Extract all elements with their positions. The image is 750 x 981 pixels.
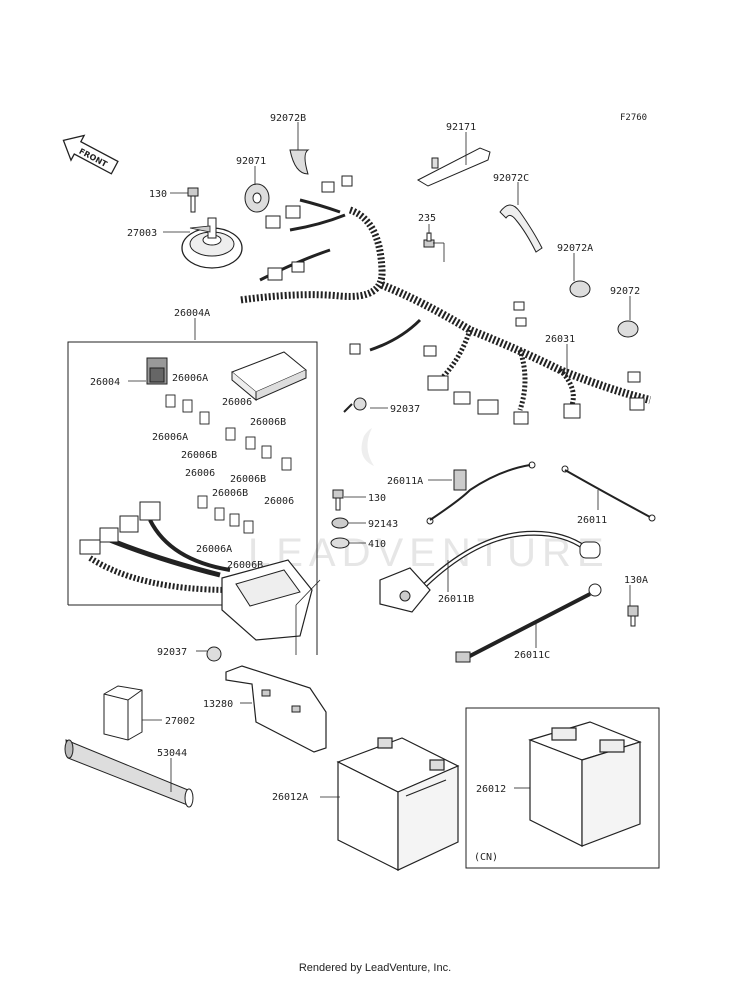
- part-label-26012: 26012: [476, 784, 506, 795]
- leader-lines: [128, 122, 631, 798]
- part-label-235: 235: [418, 213, 436, 224]
- part-label-26011a: 26011A: [387, 476, 423, 487]
- part-label-26006: 26006: [222, 397, 252, 408]
- clamp-icon: [289, 149, 310, 175]
- bracket-icon: [416, 147, 491, 187]
- part-label-26004a: 26004A: [174, 308, 210, 319]
- part-label-26011b: 26011B: [438, 594, 474, 605]
- battery-cable-icon: [379, 530, 601, 613]
- relay-icon: [103, 685, 143, 741]
- cn-variant-frame: [465, 707, 660, 869]
- main-harness-icon: [239, 198, 651, 412]
- part-label-130a: 130A: [624, 575, 648, 586]
- washer-icon: [330, 537, 350, 549]
- part-label-26011: 26011: [577, 515, 607, 526]
- part-label-26006b: 26006B: [227, 560, 263, 571]
- watermark-text: LEADVENTURE: [248, 531, 610, 575]
- tube-icon: [64, 739, 194, 808]
- part-label-26006a: 26006A: [172, 373, 208, 384]
- part-label-26006b: 26006B: [181, 450, 217, 461]
- clamp-icon: [569, 280, 591, 298]
- part-label-26006a: 26006A: [152, 432, 188, 443]
- clamp-icon: [343, 397, 367, 413]
- plate-icon: [225, 665, 327, 753]
- part-label-26011c: 26011C: [514, 650, 550, 661]
- part-label-26031: 26031: [545, 334, 575, 345]
- part-labels: 92072B 92071 130 27003 92171 92072C 235 …: [90, 113, 648, 863]
- clamp-icon: [206, 646, 222, 662]
- bolt-icon: [627, 605, 639, 627]
- lead-icon: [561, 465, 656, 522]
- part-label-26006a: 26006A: [196, 544, 232, 555]
- collar-icon: [331, 517, 349, 529]
- part-label-27003: 27003: [127, 228, 157, 239]
- part-label-92072: 92072: [610, 286, 640, 297]
- part-label-410: 410: [368, 539, 386, 550]
- harness-connectors: [265, 175, 645, 425]
- lead-icon: [426, 461, 536, 525]
- bolt-icon: [332, 489, 344, 511]
- variant-label: (CN): [474, 852, 498, 863]
- grommet-icon: [244, 183, 270, 213]
- figure-code: F2760: [620, 113, 647, 123]
- cable-band-icon: [499, 204, 543, 253]
- front-arrow-icon: FRONT: [62, 134, 119, 175]
- part-label-26006b: 26006B: [212, 488, 248, 499]
- bolt-icon: [187, 187, 199, 213]
- battery-icon: [528, 721, 642, 847]
- sub-assembly-frame: [67, 341, 318, 655]
- part-label-26006: 26006: [185, 468, 215, 479]
- footer-credit: Rendered by LeadVenture, Inc.: [298, 962, 452, 974]
- part-label-26006b: 26006B: [250, 417, 286, 428]
- part-label-92171: 92171: [446, 122, 476, 133]
- part-label-92037: 92037: [390, 404, 420, 415]
- part-label-26004: 26004: [90, 377, 120, 388]
- part-label-26006b: 26006B: [230, 474, 266, 485]
- part-label-26006: 26006: [264, 496, 294, 507]
- part-label-92143: 92143: [368, 519, 398, 530]
- watermark: LEADVENTURE: [248, 428, 610, 575]
- part-label-130: 130: [368, 493, 386, 504]
- part-label-27002: 27002: [165, 716, 195, 727]
- fuse-box-harness-icon: [79, 501, 313, 641]
- battery-icon: [336, 737, 460, 871]
- part-label-92072a: 92072A: [557, 243, 593, 254]
- screw-icon: [423, 232, 435, 248]
- part-label-53044: 53044: [157, 748, 187, 759]
- part-label-92072b: 92072B: [270, 113, 306, 124]
- ground-cable-icon: [455, 583, 602, 663]
- part-label-92037: 92037: [157, 647, 187, 658]
- clamp-icon: [617, 320, 639, 338]
- part-label-92072c: 92072C: [493, 173, 529, 184]
- part-label-13280: 13280: [203, 699, 233, 710]
- part-label-130: 130: [149, 189, 167, 200]
- part-label-26012a: 26012A: [272, 792, 308, 803]
- fuse-icons: [165, 394, 292, 534]
- relay-icon: [146, 357, 168, 385]
- part-label-92071: 92071: [236, 156, 266, 167]
- horn-icon: [181, 217, 243, 269]
- fuse-box-cover-icon: [231, 351, 307, 402]
